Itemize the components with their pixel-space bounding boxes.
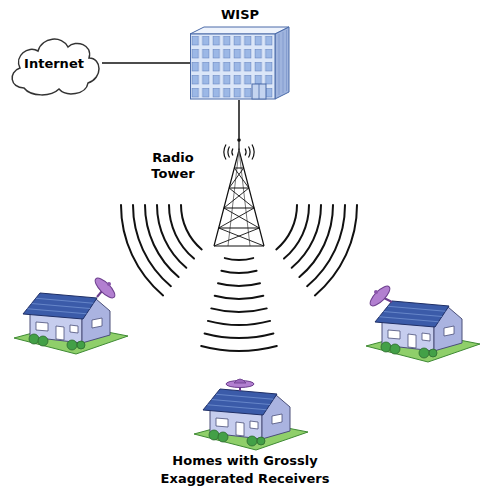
home-right-part (374, 290, 378, 294)
tower-figure-part-part (214, 168, 264, 246)
radio-waves-part (276, 205, 297, 249)
internet-cloud: Internet (6, 28, 102, 98)
radio-waves-part (221, 271, 256, 273)
home-bottom (194, 379, 308, 450)
radio-tower: Radio Tower (208, 138, 270, 248)
radio-waves-part (145, 205, 179, 277)
radio-waves-part (218, 283, 260, 286)
tower-figure-part-part (214, 168, 264, 246)
building-figure-part (252, 84, 266, 99)
building-figure-part (191, 34, 276, 99)
home-bottom-part (234, 379, 246, 383)
radio-waves-part (169, 205, 194, 259)
radio-waves-part (208, 321, 270, 325)
radio-waves-part (315, 205, 357, 295)
radio-waves-part (211, 308, 266, 312)
home-left-part (14, 293, 128, 354)
building-figure-part (279, 30, 287, 95)
radio-waves-part (205, 334, 274, 339)
tower-figure-part-part (214, 150, 264, 246)
radio-waves (121, 205, 357, 351)
radio-waves-part (133, 205, 171, 286)
tower-figure-part (214, 138, 264, 246)
building-figure (190, 26, 290, 100)
connector-line (238, 100, 240, 138)
home-right-part (367, 283, 392, 308)
radio-waves-part (225, 258, 253, 260)
tower-figure (208, 138, 270, 248)
home-bottom-part (194, 389, 308, 450)
radio-waves-part (307, 205, 345, 286)
node-label: WISP (160, 7, 320, 23)
node-label: Internet (24, 56, 84, 72)
cloud-outline-part (12, 39, 99, 95)
radio-waves-part (121, 205, 163, 295)
home-right-part (366, 301, 480, 362)
home-left-part (92, 275, 117, 300)
radio-waves-part (215, 296, 264, 299)
radio-waves-part (181, 205, 202, 249)
home-left-part (107, 282, 111, 286)
tower-figure-part-part (228, 150, 250, 246)
node-label: Radio Tower (142, 150, 204, 182)
tower-figure-part-part (224, 145, 233, 160)
home-right-part (384, 298, 392, 302)
home-left (14, 275, 128, 354)
building-figure-part (259, 84, 260, 99)
figure-caption: Homes with Grossly Exaggerated Receivers (145, 452, 345, 488)
building-figure-part (190, 27, 289, 34)
radio-waves-part (201, 346, 277, 351)
radio-waves-part (284, 205, 309, 259)
connector-line (102, 62, 190, 64)
tower-figure-part-part (245, 145, 254, 160)
home-right (366, 283, 480, 362)
tower-figure-part (237, 138, 241, 142)
wisp-building: WISP (190, 26, 290, 100)
radio-waves-part (299, 205, 333, 277)
building-figure-part (275, 27, 289, 99)
